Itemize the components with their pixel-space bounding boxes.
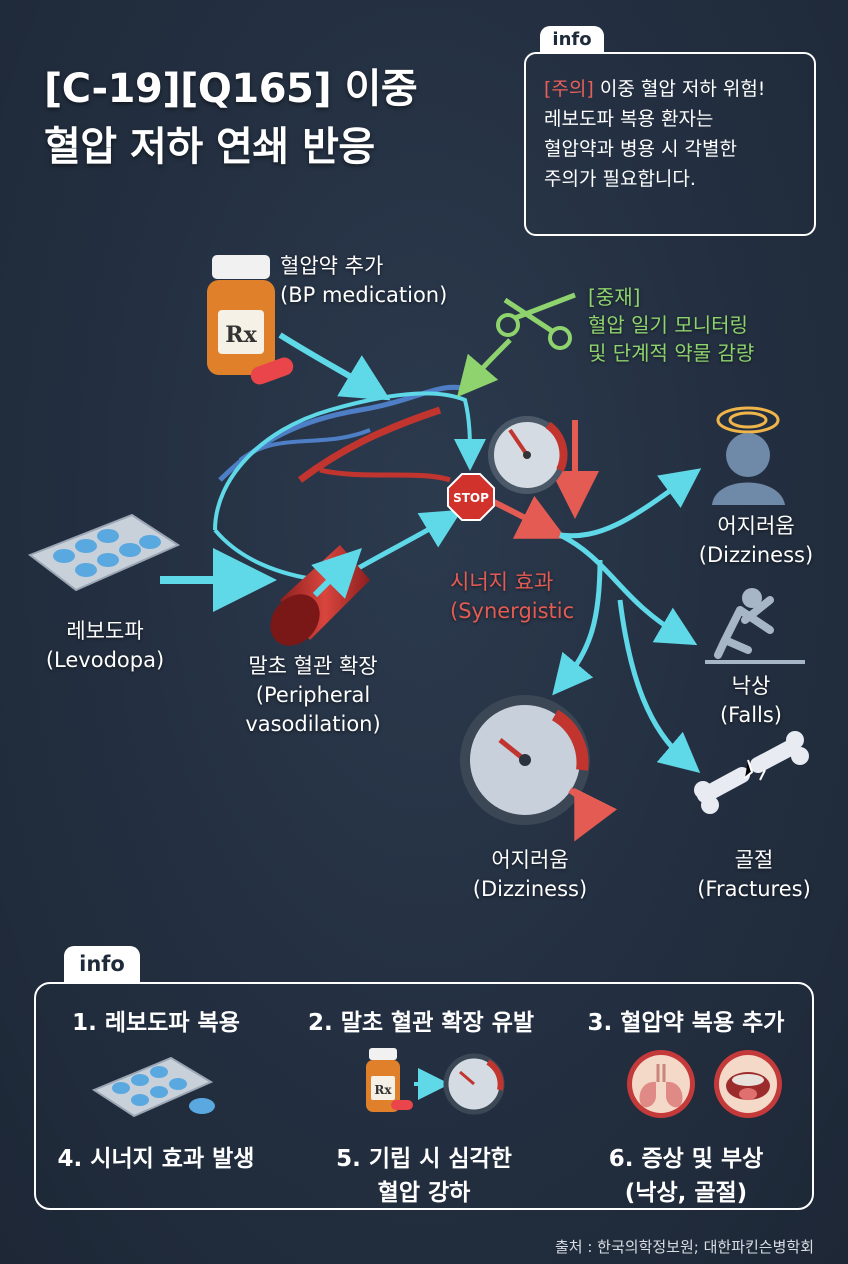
arrow-to-falls (558, 532, 698, 646)
label-bp-medication: 혈압약 추가 (BP medication) (280, 252, 447, 310)
synergy-ko: 시너지 효과 (450, 570, 554, 594)
pill-bottle-icon: Rx (207, 255, 294, 385)
falls-en: (Falls) (719, 703, 782, 727)
pill-bottle-small-icon: Rx (366, 1048, 413, 1112)
bp-medication-en: (BP medication) (280, 283, 448, 307)
label-dizziness-right: 어지러움 (Dizziness) (686, 512, 826, 570)
svg-text:Rx: Rx (225, 322, 257, 348)
step-1: 1. 레보도파 복용 (72, 1010, 240, 1036)
arrow-bp-to-vessel (278, 332, 391, 401)
intervention-tag: [중재] (588, 285, 641, 309)
intervention-line-1: 혈압 일기 모니터링 (588, 313, 748, 337)
gauge-small-icon (443, 1053, 505, 1115)
step-3: 3. 혈압약 복용 추가 (587, 1010, 785, 1036)
step-6-line-2: (낙상, 골절) (624, 1180, 748, 1206)
warning-text: 이중 혈압 저하 위험! (593, 78, 766, 100)
falling-person-icon (705, 588, 805, 664)
throat-icon (714, 1050, 782, 1118)
step-5-line-2: 혈압 강하 (377, 1180, 471, 1206)
label-fractures: 골절 (Fractures) (684, 846, 824, 904)
page-title: [C-19][Q165] 이중 혈압 저하 연쇄 반응 (44, 60, 418, 176)
label-levodopa: 레보도파 (Levodopa) (30, 617, 180, 675)
step-6: 6. 증상 및 부상 (낙상, 골절) (596, 1142, 776, 1210)
warning-line-4: 주의가 필요합니다. (544, 168, 696, 190)
label-dizziness-bottom: 어지러움 (Dizziness) (460, 846, 600, 904)
dizziness-right-ko: 어지러움 (717, 514, 795, 538)
svg-text:Rx: Rx (374, 1083, 392, 1097)
title-line-1: [C-19][Q165] 이중 (44, 66, 418, 112)
info-box-steps: 1. 레보도파 복용 2. 말초 혈관 확장 유발 3. 혈압약 복용 추가 R… (34, 982, 814, 1210)
label-intervention: [중재] 혈압 일기 모니터링 및 단계적 약물 감량 (588, 283, 754, 367)
warning-line-2: 레보도파 복용 환자는 (544, 108, 714, 130)
arrow-to-fractures (617, 599, 701, 774)
blister-pack-icon (27, 513, 181, 592)
info-tab-top: info (540, 26, 604, 54)
vasodilation-ko: 말초 혈관 확장 (248, 654, 378, 678)
synergy-en: (Synergistic (450, 599, 575, 623)
step-2: 2. 말초 혈관 확장 유발 (307, 1010, 535, 1036)
step-5: 5. 기립 시 심각한 혈압 강하 (304, 1142, 544, 1210)
source-citation: 출처 : 한국의학정보원; 대한파킨슨병학회 (554, 1238, 814, 1256)
broken-bone-icon (694, 731, 809, 814)
arrow-to-dizziness-right (559, 468, 702, 539)
label-falls: 낙상 (Falls) (686, 672, 816, 730)
lungs-icon (627, 1050, 695, 1118)
info-box-warning: [주의] 이중 혈압 저하 위험! 레보도파 복용 환자는 혈압약과 병용 시 … (524, 52, 816, 236)
arrow-to-dizziness-bottom (552, 559, 603, 696)
gauge-icon-bottom (460, 695, 618, 842)
warning-tag: [주의] (544, 78, 594, 100)
arrow-flow-top (213, 391, 486, 531)
dilated-vessel-icon (270, 545, 370, 646)
dizzy-person-icon (712, 406, 785, 505)
falls-ko: 낙상 (731, 674, 771, 698)
stop-sign-icon: STOP (447, 473, 495, 521)
scissors-icon (496, 292, 576, 350)
stop-label: STOP (453, 491, 489, 505)
cascade-diagram: Rx STOP (27, 255, 809, 842)
fractures-ko: 골절 (734, 848, 774, 872)
artery-path (297, 406, 442, 483)
info-tab-bottom: info (64, 946, 140, 982)
arrow-intervention (456, 338, 512, 398)
label-synergy: 시너지 효과 (Synergistic (450, 568, 574, 626)
vasodilation-en-1: (Peripheral (255, 683, 371, 707)
intervention-line-2: 및 단계적 약물 감량 (588, 341, 755, 365)
dizziness-bottom-en: (Dizziness) (472, 877, 588, 901)
artery-branch (319, 467, 451, 483)
gauge-icon-top (488, 416, 568, 494)
vein-path (218, 384, 471, 482)
bp-medication-ko: 혈압약 추가 (280, 254, 384, 278)
blister-pack-small-icon (91, 1056, 215, 1118)
dizziness-bottom-ko: 어지러움 (491, 848, 569, 872)
vasodilation-en-2: vasodilation) (245, 712, 381, 736)
arrow-synergy (488, 495, 567, 539)
arrow-flow-bottom (213, 528, 321, 582)
arrow-vasodilation-to-stop (353, 509, 463, 573)
title-line-2: 혈압 저하 연쇄 반응 (44, 124, 375, 170)
label-vasodilation: 말초 혈관 확장 (Peripheral vasodilation) (218, 652, 408, 739)
step-6-line-1: 6. 증상 및 부상 (608, 1146, 764, 1172)
warning-line: [주의] 이중 혈압 저하 위험! (544, 74, 800, 104)
step-icons: Rx (91, 1048, 782, 1118)
step-4: 4. 시너지 효과 발생 (57, 1146, 255, 1172)
dizziness-right-en: (Dizziness) (698, 543, 814, 567)
warning-line-3: 혈압약과 병용 시 각별한 (544, 138, 737, 160)
levodopa-ko: 레보도파 (66, 619, 144, 643)
step-5-line-1: 5. 기립 시 심각한 (336, 1146, 512, 1172)
fractures-en: (Fractures) (697, 877, 811, 901)
levodopa-en: (Levodopa) (45, 648, 165, 672)
